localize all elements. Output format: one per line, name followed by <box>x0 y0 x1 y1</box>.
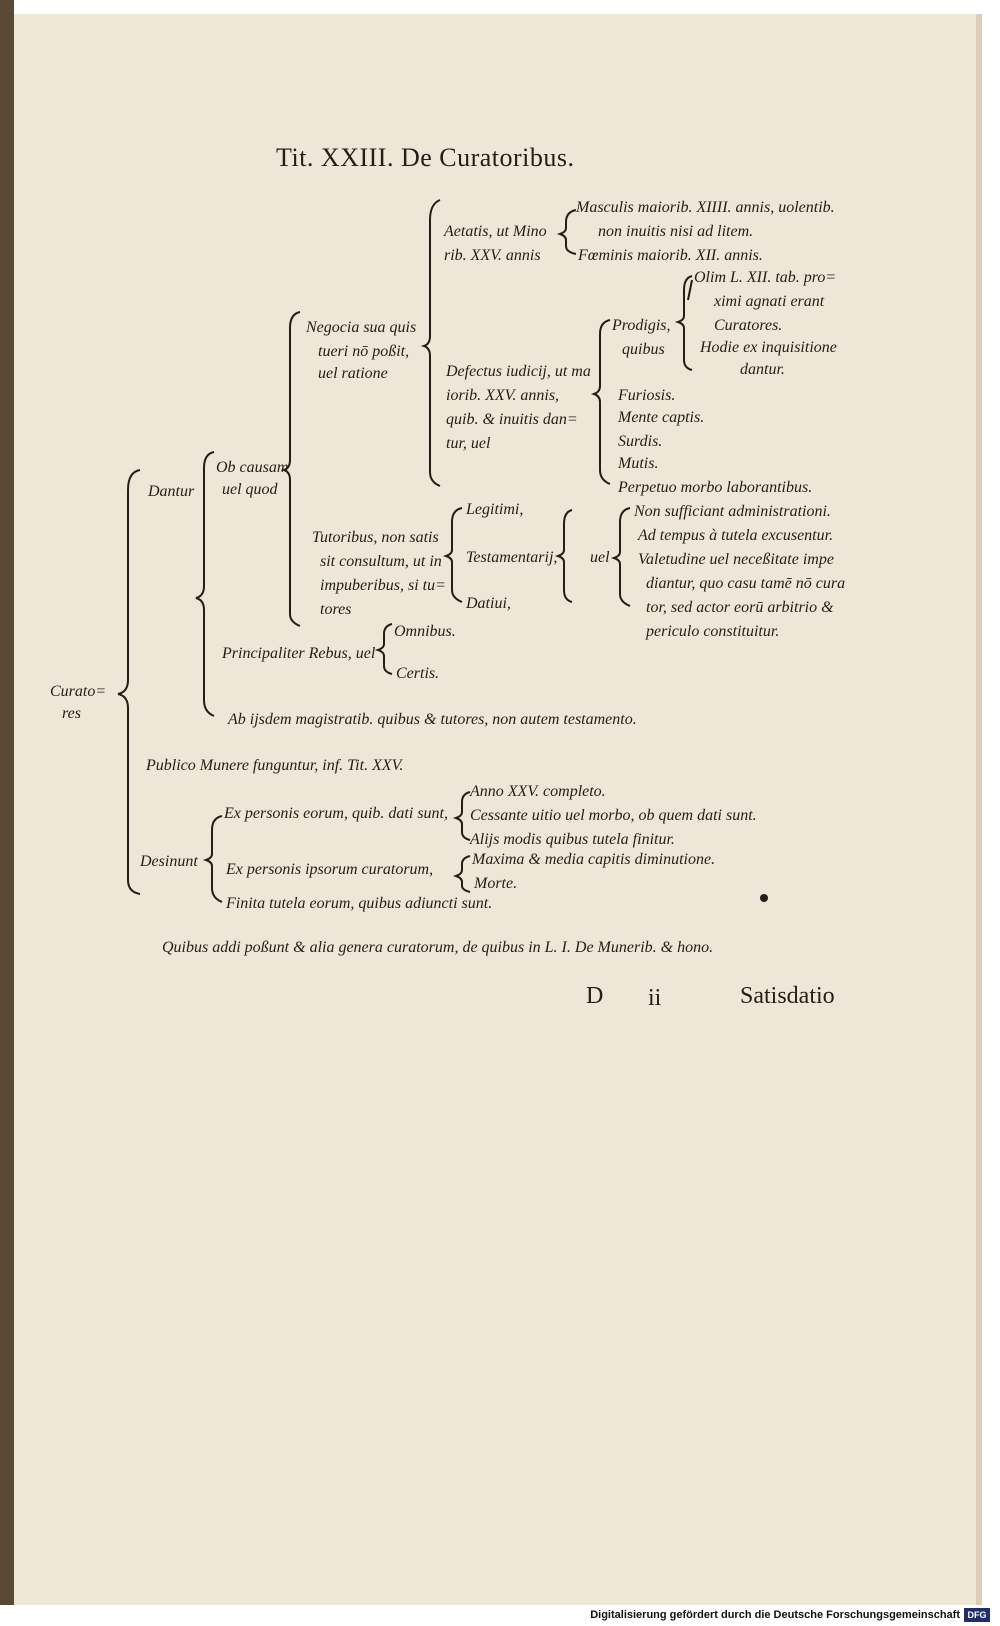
root-label-2: res <box>62 705 81 722</box>
olim-line-2: ximi agnati erant <box>714 293 825 310</box>
publico-line: Publico Munere funguntur, inf. Tit. XXV. <box>146 757 404 774</box>
non-sufficiant-line: Non sufficiant administrationi. <box>634 503 831 520</box>
page-title: Tit. XXIII. De Curatoribus. <box>276 143 575 172</box>
tutoribus-label-2: sit consultum, ut in <box>320 553 442 570</box>
anno-line: Anno XXV. completo. <box>470 783 606 800</box>
aetatis-label-1: Aetatis, ut Mino <box>444 223 547 240</box>
ab-ijsdem-line: Ab ijsdem magistratib. quibus & tutores,… <box>228 711 637 728</box>
signature-mark: D <box>586 983 604 1009</box>
certis-line: Certis. <box>396 665 440 682</box>
cessante-line: Cessante uitio uel morbo, ob quem dati s… <box>470 807 757 824</box>
mutis-line: Mutis. <box>618 455 659 472</box>
ex-personis-ipsorum-line: Ex personis ipsorum curatorum, <box>226 861 434 878</box>
ob-causam-label: Ob causam <box>216 459 289 476</box>
principaliter-label: Principaliter Rebus, uel <box>222 645 376 662</box>
maxima-line: Maxima & media capitis diminutione. <box>472 851 716 868</box>
tutoribus-label-1: Tutoribus, non satis <box>312 529 439 546</box>
dantur-label: Dantur <box>148 483 195 500</box>
finita-line: Finita tutela eorum, quibus adiuncti sun… <box>226 895 493 912</box>
masculis-line-1: Masculis maiorib. XIIII. annis, uolentib… <box>576 199 835 216</box>
ad-tempus-line: Ad tempus à tutela excusentur. <box>638 527 834 544</box>
root-label-1: Curato= <box>50 683 107 700</box>
alijs-line: Alijs modis quibus tutela finitur. <box>470 831 675 848</box>
defectus-label-3: quib. & inuitis dan= <box>446 411 578 428</box>
valetudine-line-4: periculo constituitur. <box>646 623 780 640</box>
ex-personis-eorum-line: Ex personis eorum, quib. dati sunt, <box>224 805 448 822</box>
testamentarij-line: Testamentarij, <box>466 549 558 566</box>
desinunt-label: Desinunt <box>140 853 198 870</box>
furiosis-line: Furiosis. <box>618 387 676 404</box>
omnibus-line: Omnibus. <box>394 623 456 640</box>
perpetuo-line: Perpetuo morbo laborantibus. <box>618 479 813 496</box>
prodigis-label-2: quibus <box>622 341 665 358</box>
tutoribus-label-4: tores <box>320 601 352 618</box>
paper-sheet <box>2 14 982 1610</box>
book-spine-edge <box>0 0 14 1626</box>
defectus-label-2: iorib. XXV. annis, <box>446 387 560 404</box>
catchword: Satisdatio <box>740 983 835 1009</box>
prodigis-label-1: Prodigis, <box>612 317 671 334</box>
hodie-line-2: dantur. <box>740 361 785 378</box>
footer-credit: Digitalisierung gefördert durch die Deut… <box>590 1609 960 1621</box>
closing-note: Quibus addi poßunt & alia genera curator… <box>162 939 714 956</box>
ob-causam-label-2: uel quod <box>222 481 278 498</box>
negocia-label-3: uel ratione <box>318 365 388 382</box>
negocia-label-1: Negocia sua quis <box>306 319 417 336</box>
olim-line-3: Curatores. <box>714 317 783 334</box>
morte-line: Morte. <box>474 875 518 892</box>
uel-label: uel <box>590 549 610 566</box>
mente-captis-line: Mente captis. <box>618 409 705 426</box>
valetudine-line-3: tor, sed actor eorū arbitrio & <box>646 599 834 616</box>
legitimi-line: Legitimi, <box>466 501 524 518</box>
valetudine-line-2: diantur, quo casu tamē nō cura <box>646 575 846 592</box>
surdis-line: Surdis. <box>618 433 663 450</box>
hodie-line-1: Hodie ex inquisitione <box>700 339 837 356</box>
defectus-label-1: Defectus iudicij, ut ma <box>446 363 591 380</box>
negocia-label-2: tueri nō poßit, <box>318 343 410 360</box>
defectus-label-4: tur, uel <box>446 435 491 452</box>
tutoribus-label-3: impuberibus, si tu= <box>320 577 446 594</box>
datiui-line: Datiui, <box>466 595 511 612</box>
dfg-logo: DFG <box>964 1608 990 1622</box>
signature-number: ii <box>648 985 662 1011</box>
olim-line-1: Olim L. XII. tab. pro= <box>694 269 837 286</box>
foeminis-line: Fœminis maiorib. XII. annis. <box>578 247 763 264</box>
digitization-footer: Digitalisierung gefördert durch die Deut… <box>0 1605 1000 1626</box>
masculis-line-2: non inuitis nisi ad litem. <box>598 223 754 240</box>
aetatis-label-2: rib. XXV. annis <box>444 247 541 264</box>
valetudine-line-1: Valetudine uel neceßitate impe <box>638 551 834 568</box>
